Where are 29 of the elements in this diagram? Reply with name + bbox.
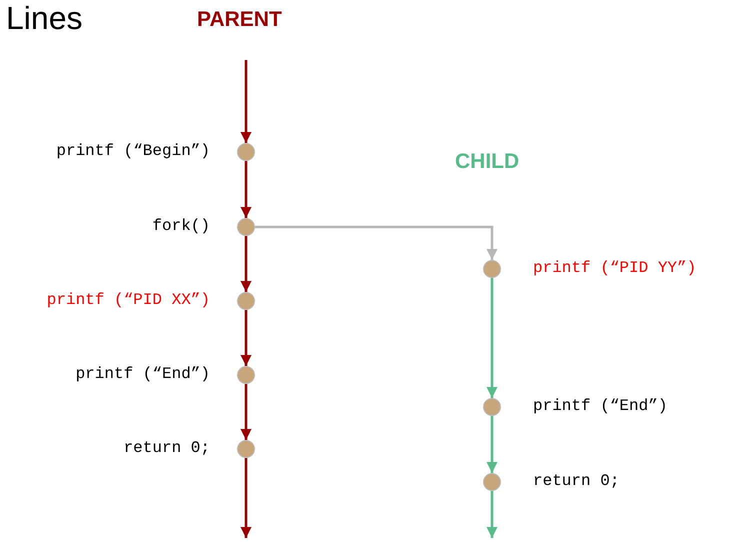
code-line: printf (“PID YY”) xyxy=(533,258,696,278)
arrow xyxy=(255,226,498,260)
code-line: printf (“End”) xyxy=(76,364,210,384)
code-line: printf (“PID XX”) xyxy=(46,290,210,310)
arrow xyxy=(240,236,252,292)
process-label: PARENT xyxy=(197,8,282,32)
code-line: printf (“End”) xyxy=(533,396,668,416)
arrow xyxy=(240,310,252,366)
arrow xyxy=(486,491,498,538)
arrow xyxy=(486,416,498,473)
code-line: return 0; xyxy=(533,471,620,491)
process-label: CHILD xyxy=(455,150,520,174)
arrow xyxy=(240,458,252,538)
step-dot xyxy=(237,440,255,458)
code-line: return 0; xyxy=(124,438,210,458)
arrow xyxy=(240,60,252,143)
step-dot xyxy=(237,366,255,384)
arrow xyxy=(240,384,252,440)
step-dot xyxy=(237,143,255,161)
step-dot xyxy=(237,292,255,310)
step-dot xyxy=(483,473,501,491)
arrow xyxy=(240,161,252,218)
code-line: fork() xyxy=(152,216,210,236)
step-dot xyxy=(483,398,501,416)
step-dot xyxy=(237,218,255,236)
arrow xyxy=(486,278,498,398)
title: Lines xyxy=(6,0,82,36)
code-line: printf (“Begin”) xyxy=(56,141,210,161)
step-dot xyxy=(483,260,501,278)
